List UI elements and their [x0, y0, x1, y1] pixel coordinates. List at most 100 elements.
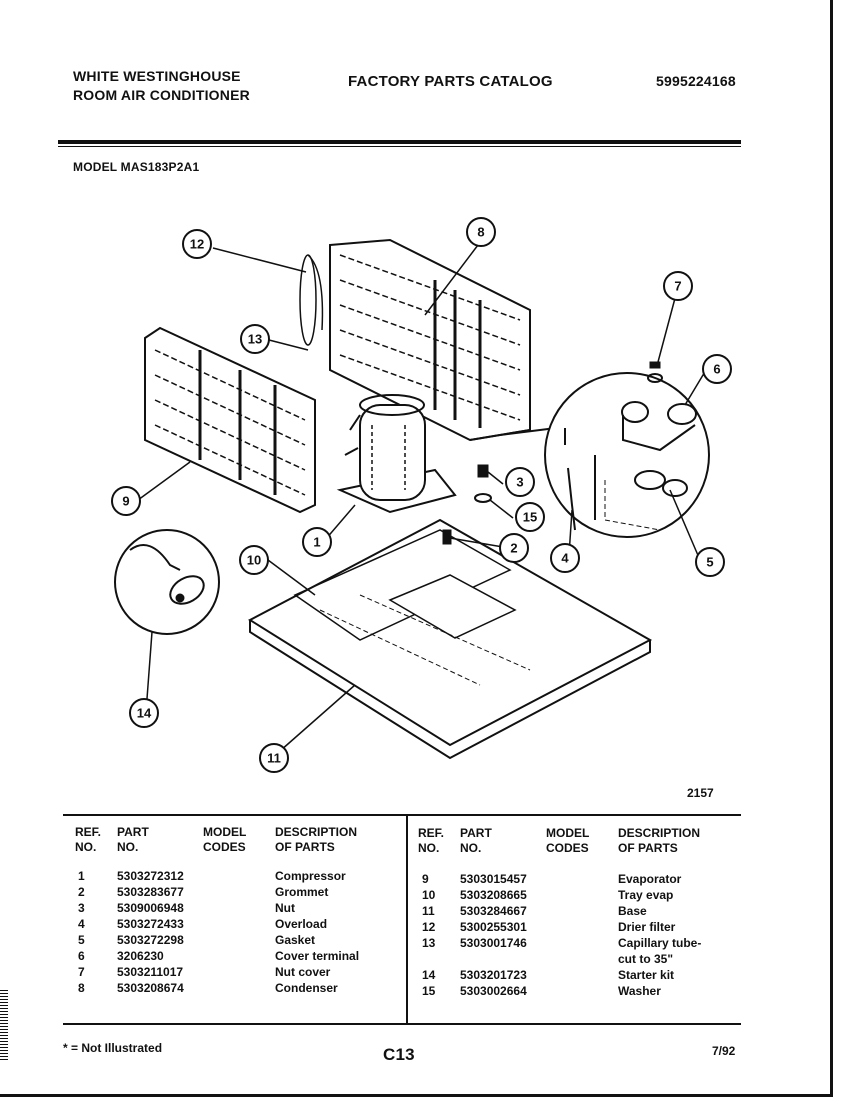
part-number-cell: 5303283677	[117, 885, 184, 899]
compressor-drawing	[336, 394, 457, 514]
drawing-number: 2157	[687, 786, 714, 800]
part-number-cell: 5309006948	[117, 901, 184, 915]
part-number-cell: 5303211017	[117, 965, 184, 979]
ref-cell: 8	[78, 981, 85, 995]
col-header-model-left: MODEL CODES	[203, 825, 247, 854]
callout-11: 11	[267, 751, 281, 766]
col-header-part-left: PART NO.	[117, 825, 149, 854]
parts-table-right: 9 5303015457 Evaporator 10 5303208665 Tray ev…	[422, 871, 738, 999]
table-row: 1 5303272312 Compressor	[78, 868, 415, 884]
callout-13: 13	[248, 332, 262, 347]
part-number-cell: 5303015457	[460, 872, 527, 886]
ref-cell: 9	[422, 872, 429, 886]
callout-15: 15	[523, 510, 537, 525]
table-row: cut to 35"	[422, 951, 738, 967]
col-header-ref-left: REF. NO.	[75, 825, 102, 854]
not-illustrated-note: * = Not Illustrated	[63, 1041, 163, 1055]
terminal-detail-drawing	[544, 361, 710, 538]
callout-2: 2	[510, 541, 517, 556]
description-cell: Base	[618, 904, 647, 918]
callout-9: 9	[122, 494, 129, 509]
header-rule-thin	[58, 146, 741, 147]
ref-cell: 4	[78, 917, 85, 931]
revision-date: 7/92	[712, 1044, 736, 1058]
description-cell: cut to 35"	[618, 952, 674, 966]
col-header-model-right: MODEL CODES	[546, 826, 590, 855]
part-number-cell: 5303272433	[117, 917, 184, 931]
page-border-bottom	[0, 1094, 833, 1097]
table-row: 3 5309006948 Nut	[78, 900, 415, 916]
ref-cell: 2	[78, 885, 85, 899]
part-number-cell: 5300255301	[460, 920, 527, 934]
base-tray-drawing	[247, 518, 653, 760]
description-cell: Starter kit	[618, 968, 675, 982]
description-cell: Capillary tube-	[618, 936, 702, 950]
description-cell: Tray evap	[618, 888, 674, 902]
description-cell: Nut	[275, 901, 295, 915]
description-cell: Overload	[275, 917, 328, 931]
description-cell: Gasket	[275, 933, 316, 947]
part-number-cell: 5303001746	[460, 936, 527, 950]
description-cell: Nut cover	[275, 965, 331, 979]
table-row: 10 5303208665 Tray evap	[422, 887, 738, 903]
table-row: 12 5300255301 Drier filter	[422, 919, 738, 935]
catalog-title: FACTORY PARTS CATALOG	[348, 73, 553, 90]
callout-group	[111, 217, 732, 773]
ref-cell: 12	[422, 920, 436, 934]
part-number-cell: 5303002664	[460, 984, 527, 998]
description-cell: Condenser	[275, 981, 338, 995]
table-divider	[406, 816, 408, 1023]
exploded-parts-diagram: 12 8 13 7 6 3 15 2 4 5 1 10 9 11 14	[111, 217, 732, 773]
col-header-part-right: PART NO.	[460, 826, 492, 855]
catalog-number: 5995224168	[656, 73, 736, 89]
table-row: 9 5303015457 Evaporator	[422, 871, 738, 887]
description-cell: Evaporator	[618, 872, 682, 886]
part-number-cell: 5303201723	[460, 968, 527, 982]
page-border-right	[830, 0, 833, 1097]
ref-cell: 10	[422, 888, 436, 902]
callout-12: 12	[190, 237, 204, 252]
table-row: 8 5303208674 Condenser	[78, 980, 415, 996]
callout-3: 3	[516, 475, 523, 490]
ref-cell: 1	[78, 869, 85, 883]
col-header-desc-left: DESCRIPTION OF PARTS	[275, 825, 358, 854]
col-header-ref-right: REF. NO.	[418, 826, 445, 855]
brand-line-2: ROOM AIR CONDITIONER	[73, 87, 250, 103]
description-cell: Washer	[618, 984, 661, 998]
callout-1: 1	[313, 535, 320, 550]
callout-10: 10	[247, 553, 261, 568]
description-cell: Compressor	[275, 869, 346, 883]
evaporator-drawing	[144, 326, 316, 514]
ref-cell: 13	[422, 936, 436, 950]
brand-line-1: WHITE WESTINGHOUSE	[73, 68, 241, 84]
table-bottom-rule	[63, 1023, 741, 1025]
ref-cell: 6	[78, 949, 85, 963]
callout-5: 5	[706, 555, 713, 570]
table-row: 2 5303283677 Grommet	[78, 884, 415, 900]
description-cell: Grommet	[275, 885, 329, 899]
part-number-cell: 5303272312	[117, 869, 184, 883]
part-number-cell: 5303208665	[460, 888, 527, 902]
page-number: C13	[383, 1045, 415, 1064]
ref-cell: 3	[78, 901, 85, 915]
ref-cell: 14	[422, 968, 436, 982]
ref-cell	[422, 951, 460, 967]
scan-edge-marks	[0, 990, 8, 1060]
part-number-cell: 5303272298	[117, 933, 184, 947]
model-label: MODEL MAS183P2A1	[73, 160, 200, 174]
table-row: 13 5303001746 Capillary tube-	[422, 935, 738, 951]
description-cell: Drier filter	[618, 920, 676, 934]
part-number-cell	[460, 951, 618, 967]
part-number-cell: 5303284667	[460, 904, 527, 918]
table-top-rule	[63, 814, 741, 816]
table-row: 14 5303201723 Starter kit	[422, 967, 738, 983]
starter-kit-detail-drawing	[114, 529, 220, 635]
header-rule	[58, 140, 741, 144]
part-number-cell: 5303208674	[117, 981, 184, 995]
part-number-cell: 3206230	[117, 949, 164, 963]
